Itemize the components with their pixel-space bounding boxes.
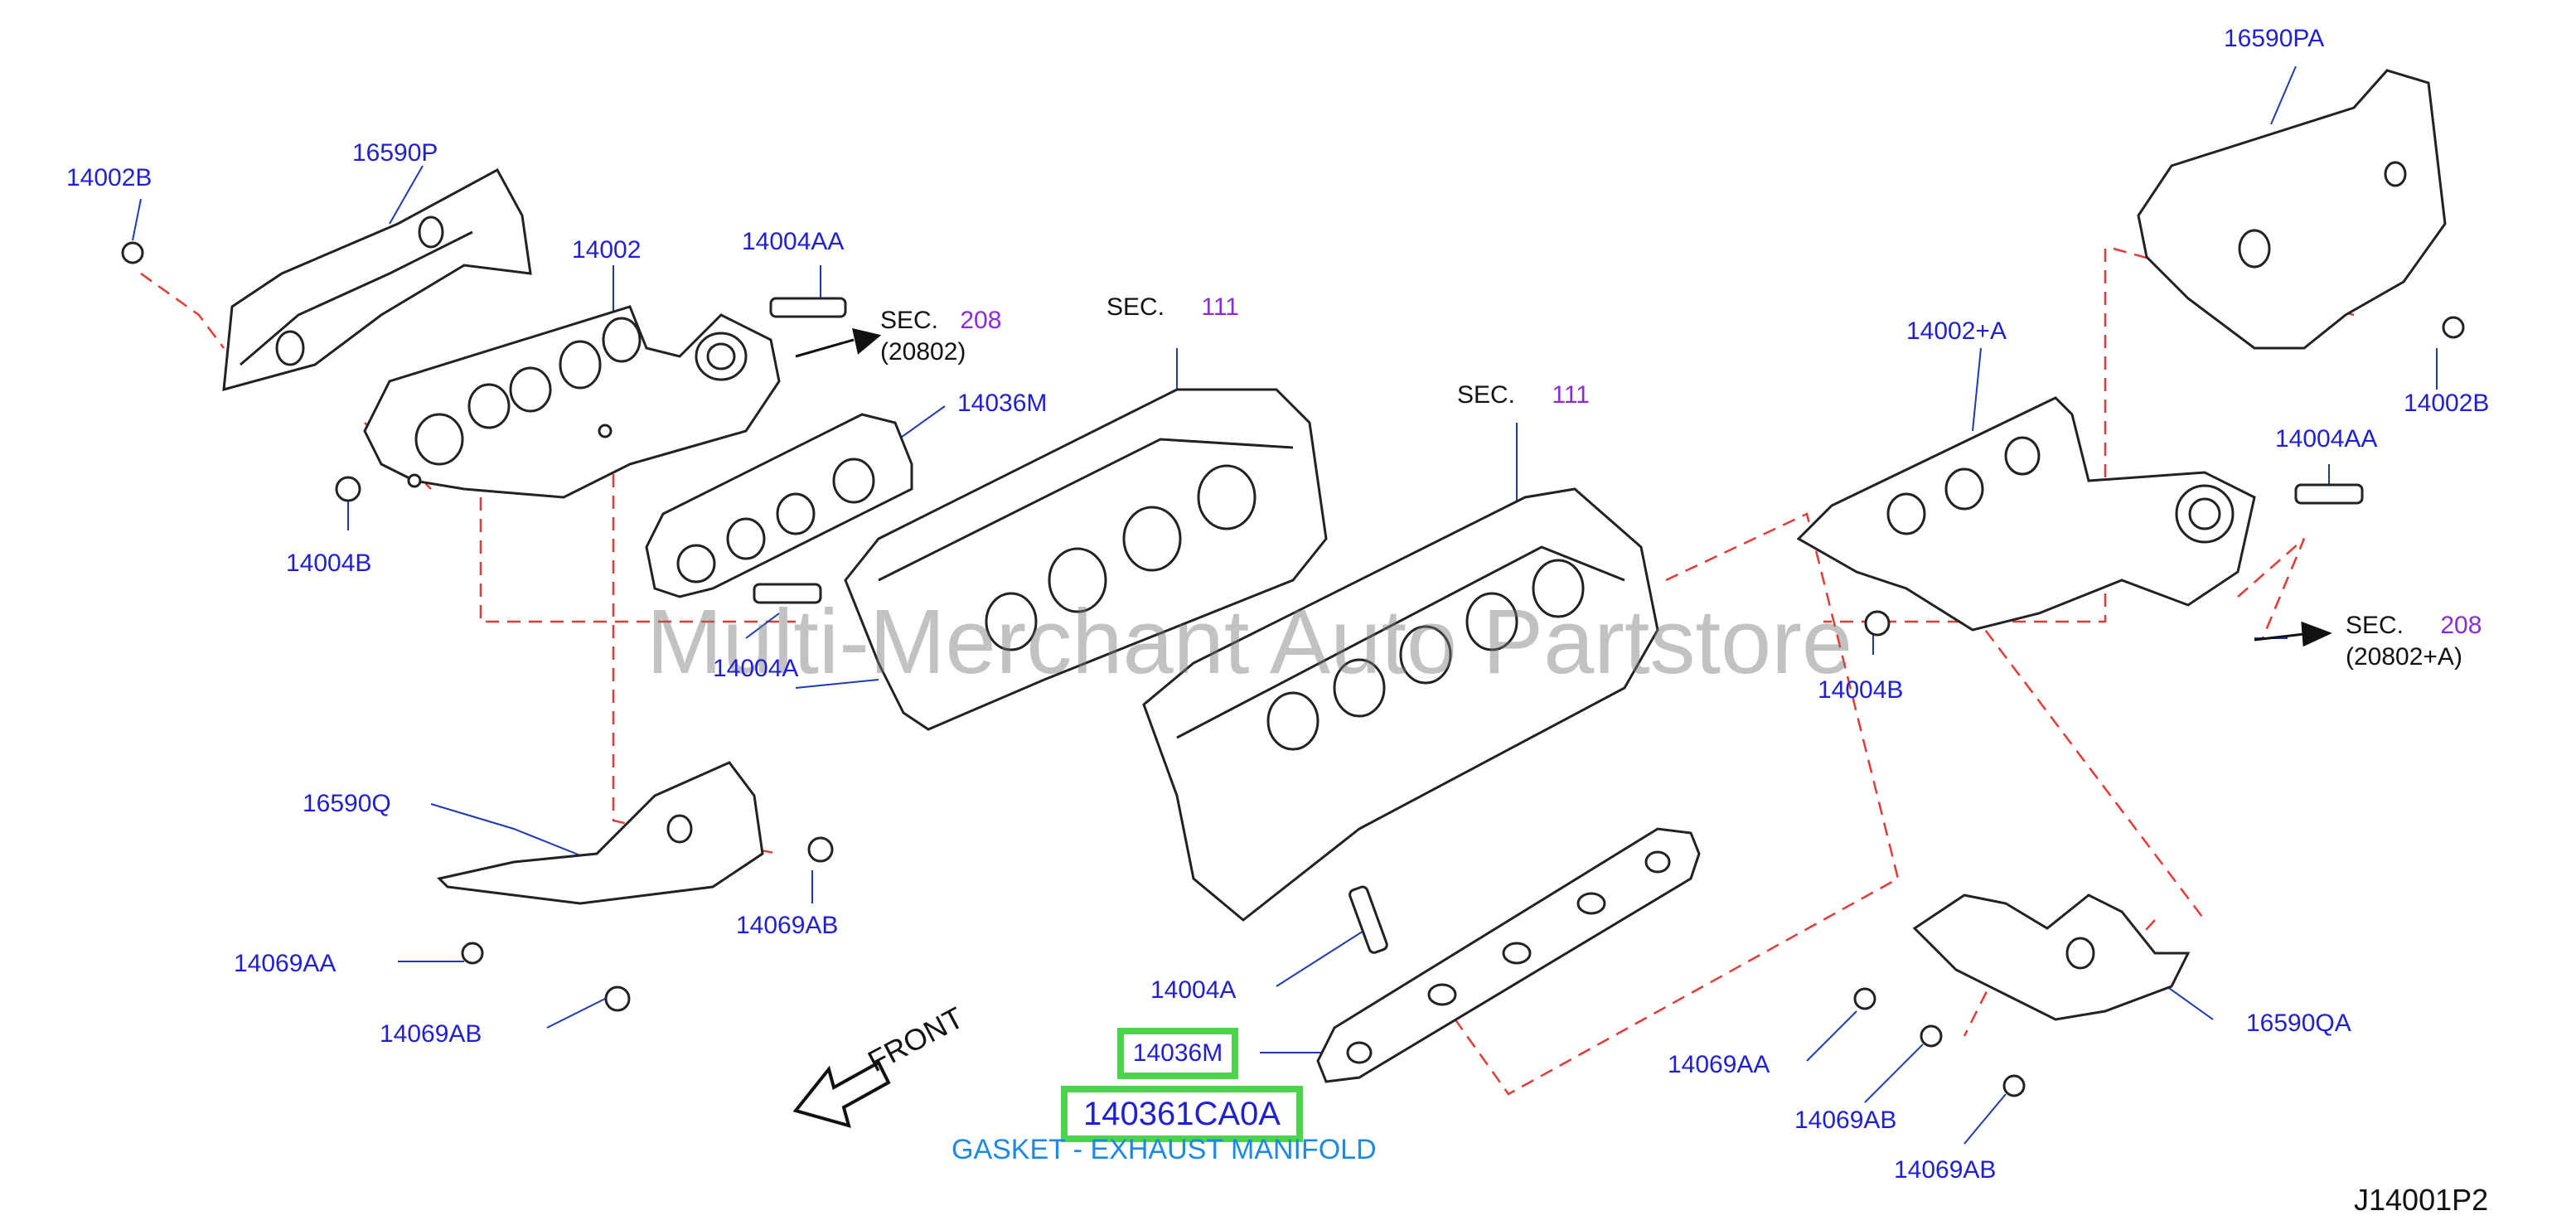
section-prefix: SEC. [1106, 293, 1165, 321]
label-16590PA[interactable]: 16590PA [2224, 25, 2325, 52]
label-14069AB-lower-left[interactable]: 14069AB [380, 1020, 482, 1048]
label-14004AA-left[interactable]: 14004AA [742, 228, 845, 255]
label-14069AA-right[interactable]: 14069AA [1668, 1051, 1770, 1078]
label-14002A[interactable]: 14002+A [1906, 317, 2007, 345]
heat-shield-16590PA [2137, 69, 2447, 350]
section-sub-20802: (20802) [880, 338, 966, 366]
label-14004B-right[interactable]: 14004B [1818, 676, 1904, 704]
highlight-part-number[interactable]: 140361CA0A [1061, 1086, 1303, 1142]
section-number: 208 [960, 307, 1002, 334]
heat-shield-16590P [222, 167, 532, 392]
diagram-id: J14001P2 [2354, 1183, 2489, 1217]
part-description: GASKET - EXHAUST MANIFOLD [951, 1134, 1377, 1165]
label-16590Q[interactable]: 16590Q [303, 790, 391, 817]
label-14004AA-right[interactable]: 14004AA [2275, 425, 2378, 453]
heat-shield-16590Q [437, 761, 764, 905]
gasket-14036M-left [645, 413, 913, 598]
section-ref-111-lower[interactable]: SEC. 111 [1457, 383, 1590, 408]
section-prefix: SEC. [2346, 612, 2404, 639]
label-14069AA-left[interactable]: 14069AA [234, 950, 337, 977]
gasket-14036M-right [1316, 827, 1701, 1083]
highlight-part-ref-text: 14036M [1132, 1039, 1223, 1067]
label-14002B-right[interactable]: 14002B [2404, 390, 2490, 417]
section-prefix: SEC. [1457, 381, 1516, 409]
label-14036M-left[interactable]: 14036M [957, 390, 1048, 417]
label-14002[interactable]: 14002 [572, 236, 642, 264]
section-number: 208 [2440, 612, 2482, 639]
bolts [121, 241, 2465, 1097]
label-14004A-left[interactable]: 14004A [713, 655, 799, 682]
exhaust-manifold-14002 [363, 305, 781, 499]
watermark-text: Multi-Merchant Auto Partstore [646, 591, 1853, 693]
front-arrow [792, 1060, 891, 1128]
exhaust-manifold-14002A [1796, 396, 2256, 632]
label-14069AB-mid-right[interactable]: 14069AB [1794, 1107, 1897, 1134]
label-14069AB-bottom-right[interactable]: 14069AB [1894, 1156, 1997, 1184]
cylinder-head-lower [1142, 487, 1659, 922]
highlight-part-number-text: 140361CA0A [1083, 1095, 1281, 1132]
label-14004A-center[interactable]: 14004A [1150, 976, 1237, 1004]
section-number: 111 [1201, 293, 1239, 321]
highlight-part-ref[interactable]: 14036M [1117, 1028, 1238, 1079]
label-16590P[interactable]: 16590P [352, 139, 438, 167]
cylinder-head-upper [844, 388, 1328, 731]
studs [753, 297, 2364, 954]
section-ref-208-right[interactable]: SEC. 208 [2346, 613, 2482, 638]
label-14004B-left[interactable]: 14004B [286, 550, 372, 577]
heat-shield-16590QA [1912, 893, 2191, 1021]
label-14002B-left[interactable]: 14002B [66, 164, 153, 191]
label-16590QA[interactable]: 16590QA [2246, 1010, 2351, 1037]
section-number: 111 [1552, 381, 1590, 409]
label-14069AB-upper-left[interactable]: 14069AB [736, 912, 839, 939]
section-ref-111-upper[interactable]: SEC. 111 [1106, 295, 1239, 320]
section-ref-208-left[interactable]: SEC. 208 [880, 308, 1001, 333]
section-sub-20802A: (20802+A) [2346, 643, 2462, 671]
section-arrows [795, 327, 2332, 647]
section-prefix: SEC. [880, 307, 939, 334]
